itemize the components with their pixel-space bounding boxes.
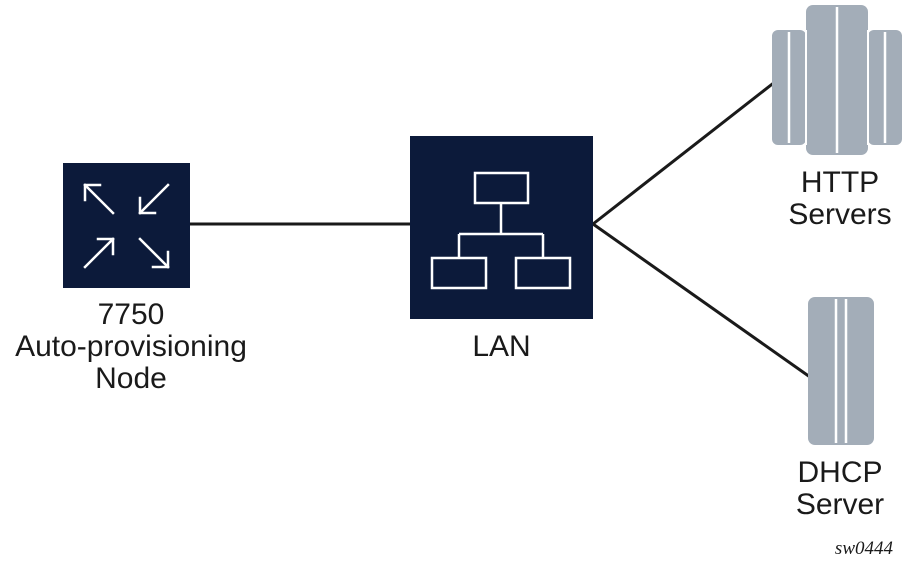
node-label-line-3: Node <box>95 362 167 395</box>
server-rack-icon <box>808 297 874 445</box>
dhcp-label-line-2: Server <box>795 488 885 521</box>
expand-arrows-icon <box>83 183 170 269</box>
server-rack-icon <box>772 5 902 155</box>
link-lan-dhcp <box>592 222 811 379</box>
http-label-line-2: Servers <box>788 198 892 231</box>
http-label-line-1: HTTP <box>800 166 880 199</box>
dhcp-server-label: DHCP Server <box>760 457 907 521</box>
node-label: 7750 Auto-provisioning Node <box>0 299 262 395</box>
node-box <box>63 163 190 288</box>
lan-label: LAN <box>472 330 531 363</box>
node-label-line-1: 7750 <box>97 298 165 331</box>
dhcp-label-line-1: DHCP <box>797 456 883 489</box>
node-label-line-2: Auto-provisioning <box>15 330 247 363</box>
network-hierarchy-icon <box>430 171 572 290</box>
lan-box <box>410 136 593 319</box>
link-lan-http <box>592 76 781 226</box>
http-servers-label: HTTP Servers <box>760 167 907 231</box>
figure-id: sw0444 <box>834 538 893 559</box>
